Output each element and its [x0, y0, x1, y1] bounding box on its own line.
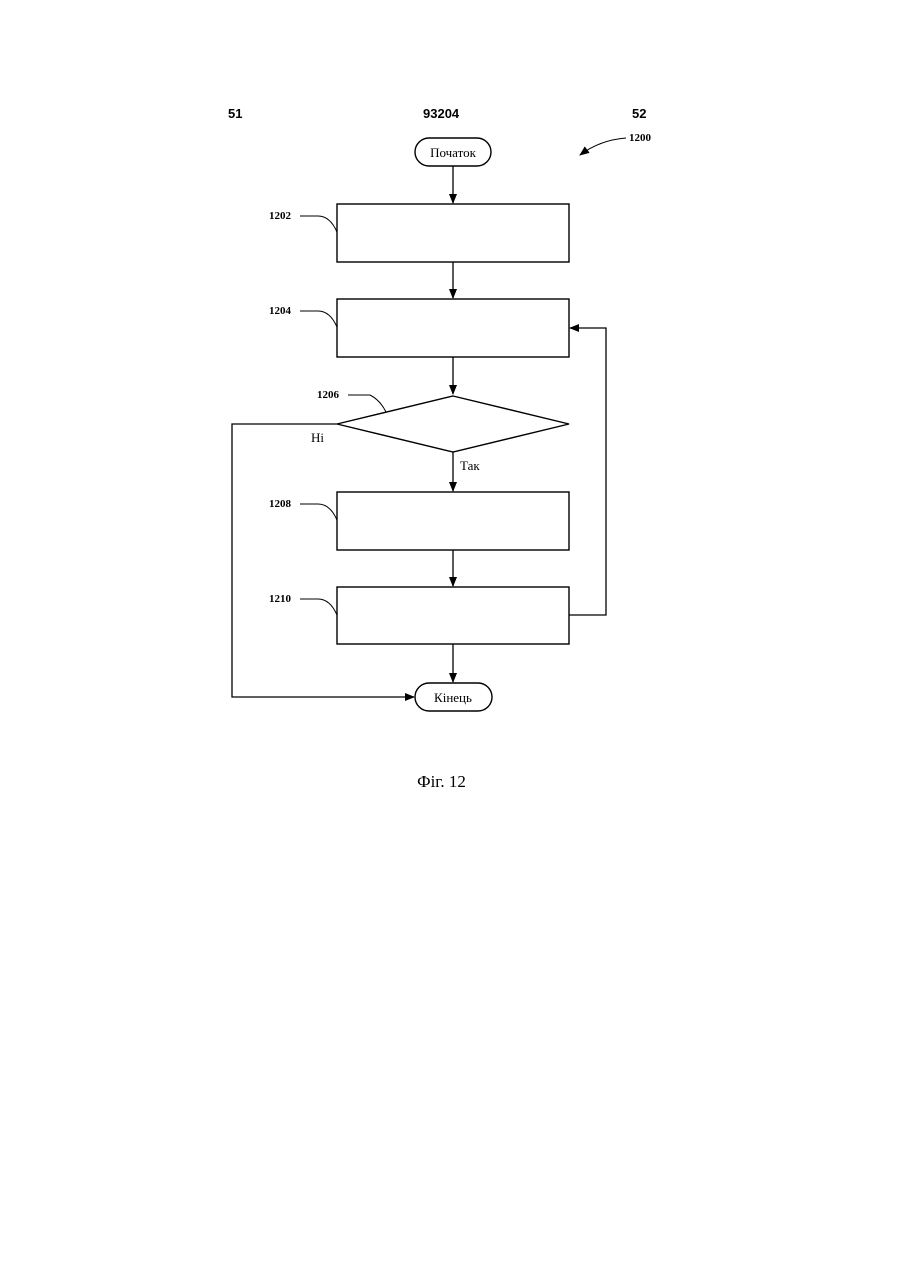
figure-ref-arrow: [580, 138, 626, 155]
leader-1210: [300, 599, 337, 615]
branch-no-label: Ні: [311, 430, 324, 445]
ref-label-1204: 1204: [269, 305, 292, 317]
leader-1204: [300, 311, 337, 327]
decision-diamond-1206: [337, 396, 569, 452]
process-box-1204: [337, 299, 569, 357]
leader-1202: [300, 216, 337, 232]
leader-1208: [300, 504, 337, 520]
start-label: Початок: [430, 145, 477, 160]
process-box-1208: [337, 492, 569, 550]
end-label: Кінець: [434, 690, 472, 705]
ref-label-1202: 1202: [269, 210, 292, 222]
process-box-1202: [337, 204, 569, 262]
arrow-loop-1210-to-1204: [569, 328, 606, 615]
branch-yes-label: Так: [460, 458, 480, 473]
process-box-1210: [337, 587, 569, 644]
figure-ref-label: 1200: [629, 132, 652, 144]
leader-1206: [348, 395, 386, 412]
ref-label-1208: 1208: [269, 498, 292, 510]
ref-label-1210: 1210: [269, 593, 292, 605]
figure-caption: Фіг. 12: [0, 772, 883, 792]
arrow-no-to-end: [232, 424, 414, 697]
ref-label-1206: 1206: [317, 389, 340, 401]
